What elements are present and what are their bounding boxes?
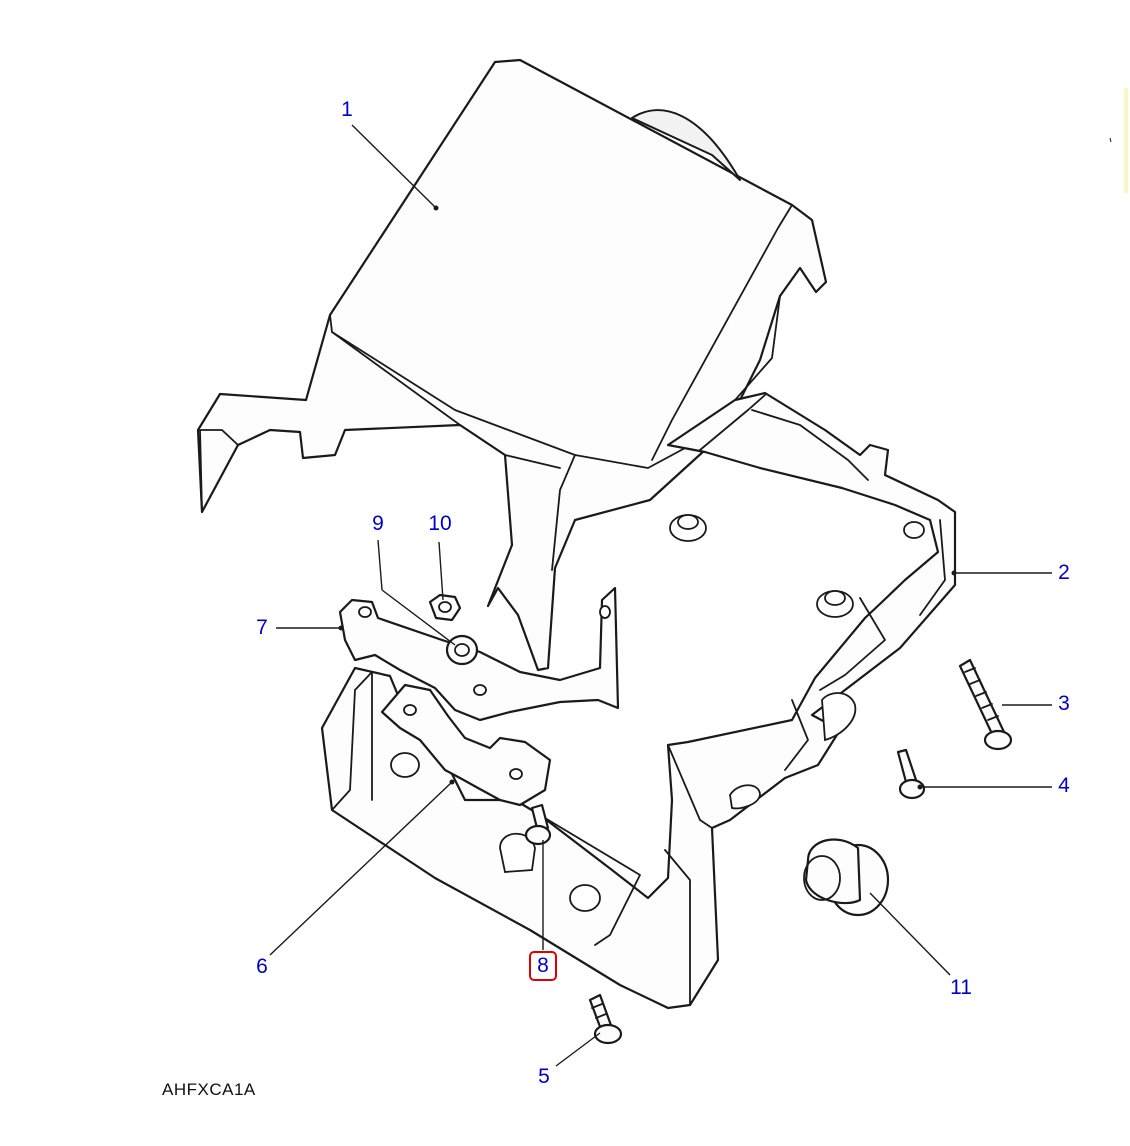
part-3-bolt[interactable] (958, 658, 1013, 751)
part-5-screw[interactable] (588, 993, 623, 1045)
part-7-clamp-upper[interactable] (338, 586, 620, 722)
part-8-screw[interactable] (524, 803, 552, 846)
part-4-screw[interactable] (896, 748, 926, 800)
callout-3[interactable]: 3 (1058, 692, 1070, 715)
part-1-upper-cowl[interactable] (196, 58, 828, 672)
edge-highlight (1124, 88, 1128, 193)
part-6-clamp-lower[interactable] (380, 683, 552, 807)
callout-8-selected[interactable]: 8 (529, 951, 557, 981)
part-9-washer[interactable] (445, 634, 479, 666)
callout-6[interactable]: 6 (256, 955, 268, 978)
leader-lines (269, 124, 1052, 1067)
part-11-grommet[interactable] (803, 838, 890, 917)
diagram-code: AHFXCA1A (162, 1080, 256, 1099)
callout-1[interactable]: 1 (341, 98, 353, 121)
callout-11[interactable]: 11 (950, 976, 972, 999)
callout-9[interactable]: 9 (372, 512, 384, 535)
callout-4[interactable]: 4 (1058, 774, 1070, 797)
callout-2[interactable]: 2 (1058, 561, 1070, 584)
callout-7[interactable]: 7 (256, 616, 268, 639)
part-2-lower-bracket[interactable] (320, 391, 957, 1010)
callout-10[interactable]: 10 (428, 512, 452, 535)
part-10-nut[interactable] (428, 593, 462, 622)
callout-5[interactable]: 5 (538, 1065, 550, 1088)
